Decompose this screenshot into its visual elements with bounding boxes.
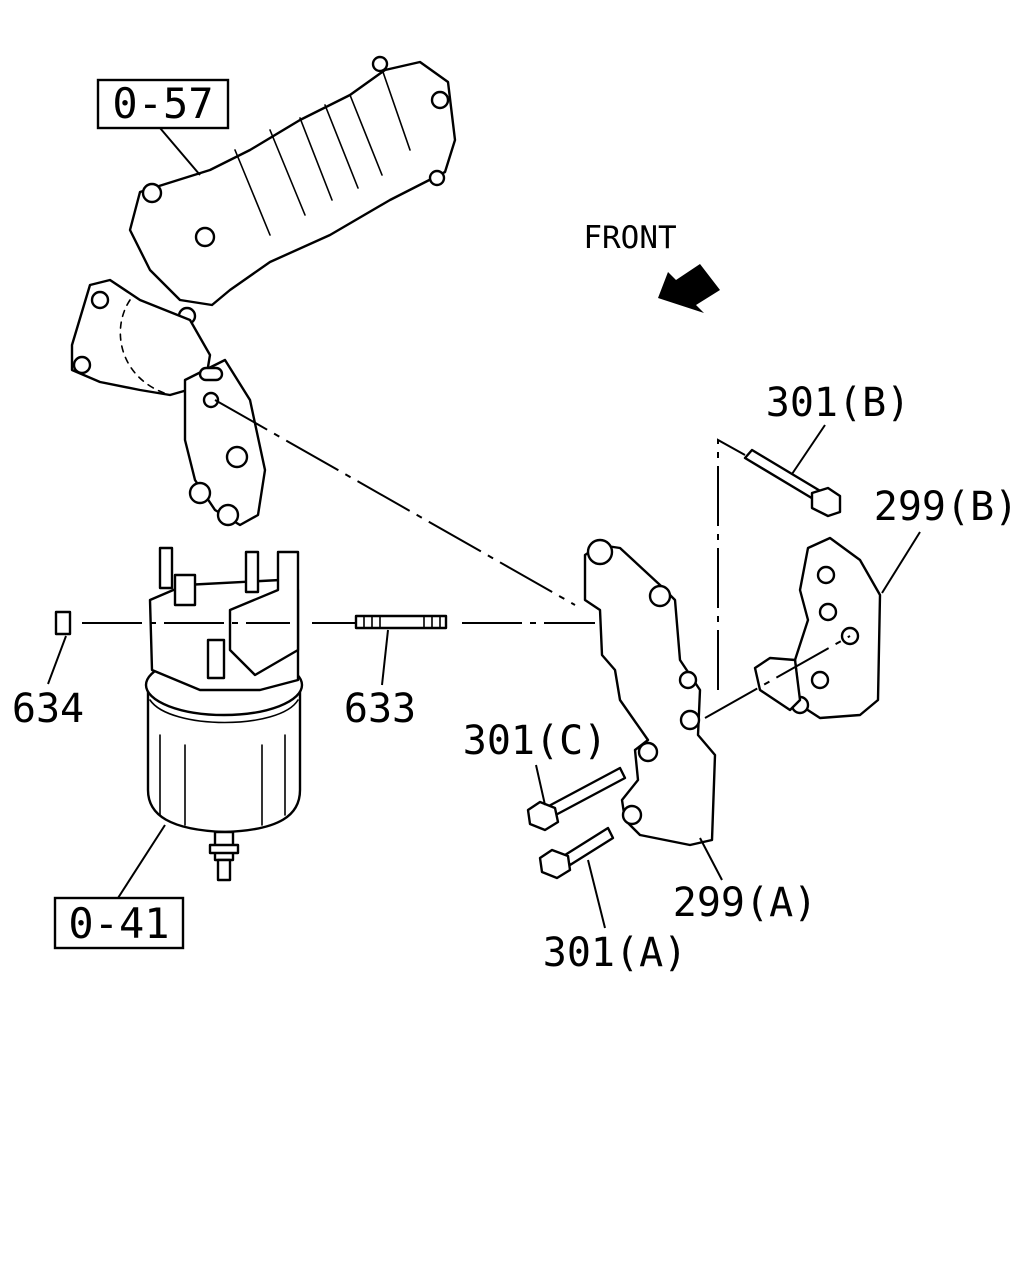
front-label: FRONT xyxy=(583,220,676,256)
leader-634 xyxy=(47,635,67,685)
bracket-299a xyxy=(583,538,717,847)
front-arrow-icon xyxy=(658,264,720,313)
ref-box-0-57 xyxy=(96,78,230,130)
leader-299a xyxy=(699,837,723,881)
bolt-301b xyxy=(743,448,842,518)
part-label-299a: 299(A) xyxy=(673,880,818,926)
bracket-299b xyxy=(753,536,882,720)
leader-301a xyxy=(587,859,606,929)
nut-634 xyxy=(54,610,72,636)
part-label-634: 634 xyxy=(12,686,84,732)
bolt-301a xyxy=(538,826,615,880)
ref-label-0-41: 0-41 xyxy=(68,899,169,948)
part-label-301b: 301(B) xyxy=(766,380,911,426)
part-label-633: 633 xyxy=(344,686,416,732)
stud-633 xyxy=(354,614,448,630)
centerline-bracket-b xyxy=(704,635,851,719)
part-label-301a: 301(A) xyxy=(543,930,688,976)
leader-0-41 xyxy=(117,824,166,899)
ref-label-0-57: 0-57 xyxy=(112,79,213,128)
centerline-manifold xyxy=(214,399,576,606)
leader-633 xyxy=(381,629,389,686)
leader-0-57 xyxy=(159,127,201,176)
centerline-bolt-b xyxy=(717,438,746,690)
ref-box-0-41 xyxy=(53,896,185,950)
engine-manifold xyxy=(70,55,457,527)
leader-299b xyxy=(881,531,921,594)
part-label-299b: 299(B) xyxy=(874,484,1019,530)
leader-301b xyxy=(791,424,826,475)
fuel-filter xyxy=(144,546,304,882)
bolt-301c xyxy=(526,766,627,832)
leader-301c xyxy=(535,764,546,806)
part-label-301c: 301(C) xyxy=(463,718,608,764)
